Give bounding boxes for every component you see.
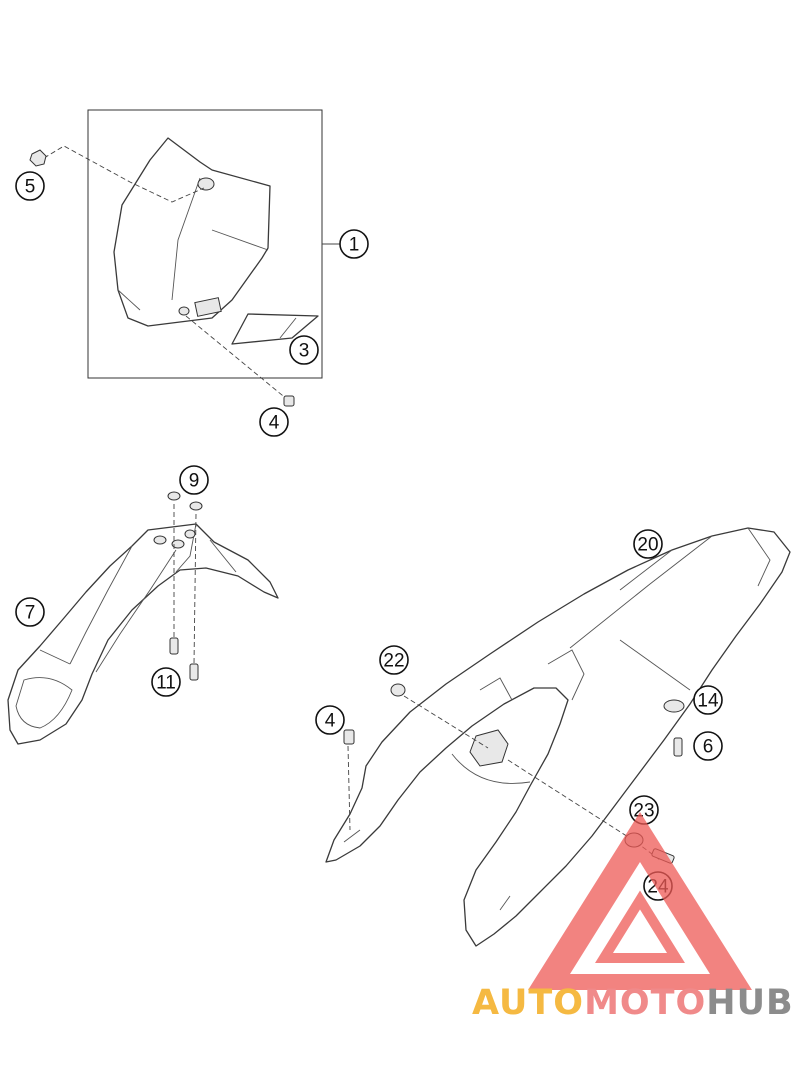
plate-clip (194, 297, 222, 317)
callout-circle (339, 229, 369, 259)
callout-c6: 6 (693, 731, 723, 761)
callout-circle (179, 465, 209, 495)
callout-circle (289, 335, 319, 365)
callout-circle (693, 685, 723, 715)
callout-c20: 20 (633, 529, 663, 559)
callout-label: 11 (156, 673, 176, 694)
callout-label: 5 (25, 177, 36, 198)
callout-label: 3 (299, 341, 310, 362)
fender-nut (469, 729, 509, 767)
callout-label: 6 (703, 737, 714, 758)
callout-label: 20 (637, 535, 658, 556)
callout-label: 1 (349, 235, 360, 256)
callout-c9: 9 (179, 465, 209, 495)
callout-circle (315, 705, 345, 735)
rear-fender (325, 527, 791, 947)
callout-circle (151, 667, 181, 697)
sticker (231, 313, 319, 345)
watermark-triangle-logo (528, 812, 752, 990)
callout-circle (633, 529, 663, 559)
callout-c4a: 4 (259, 407, 289, 437)
watermark-text-hub: HUB (706, 983, 793, 1023)
callout-circle (15, 171, 45, 201)
callout-label: 7 (25, 603, 36, 624)
callout-label: 4 (325, 711, 336, 732)
callout-c3: 3 (289, 335, 319, 365)
watermark-g-shape (595, 890, 685, 963)
svg-text:AUTOMOTOHUB: AUTOMOTOHUB (472, 983, 794, 1023)
callout-label: 14 (697, 691, 719, 712)
callout-c5: 5 (15, 171, 45, 201)
nut-5 (29, 149, 47, 167)
watermark-text-auto: AUTO (472, 983, 584, 1023)
front-fender (7, 491, 279, 745)
callout-label: 4 (269, 413, 280, 434)
callout-c14: 14 (693, 685, 723, 715)
callout-circle (693, 731, 723, 761)
automotohub-watermark: AUTOMOTOHUB (472, 812, 794, 1023)
watermark-text-moto: MOTO (584, 983, 706, 1023)
number-plate (113, 137, 271, 327)
callouts: 13457911202241462324 (15, 171, 723, 901)
number-plate-assembly (29, 109, 340, 407)
callout-circle (15, 597, 45, 627)
callout-c7: 7 (15, 597, 45, 627)
callout-c4b: 4 (315, 705, 345, 735)
callout-label: 22 (383, 651, 404, 672)
callout-c22: 22 (379, 645, 409, 675)
callout-label: 9 (189, 471, 200, 492)
callout-c1: 1 (339, 229, 369, 259)
callout-c11: 11 (151, 667, 181, 697)
callout-circle (379, 645, 409, 675)
callout-circle (259, 407, 289, 437)
